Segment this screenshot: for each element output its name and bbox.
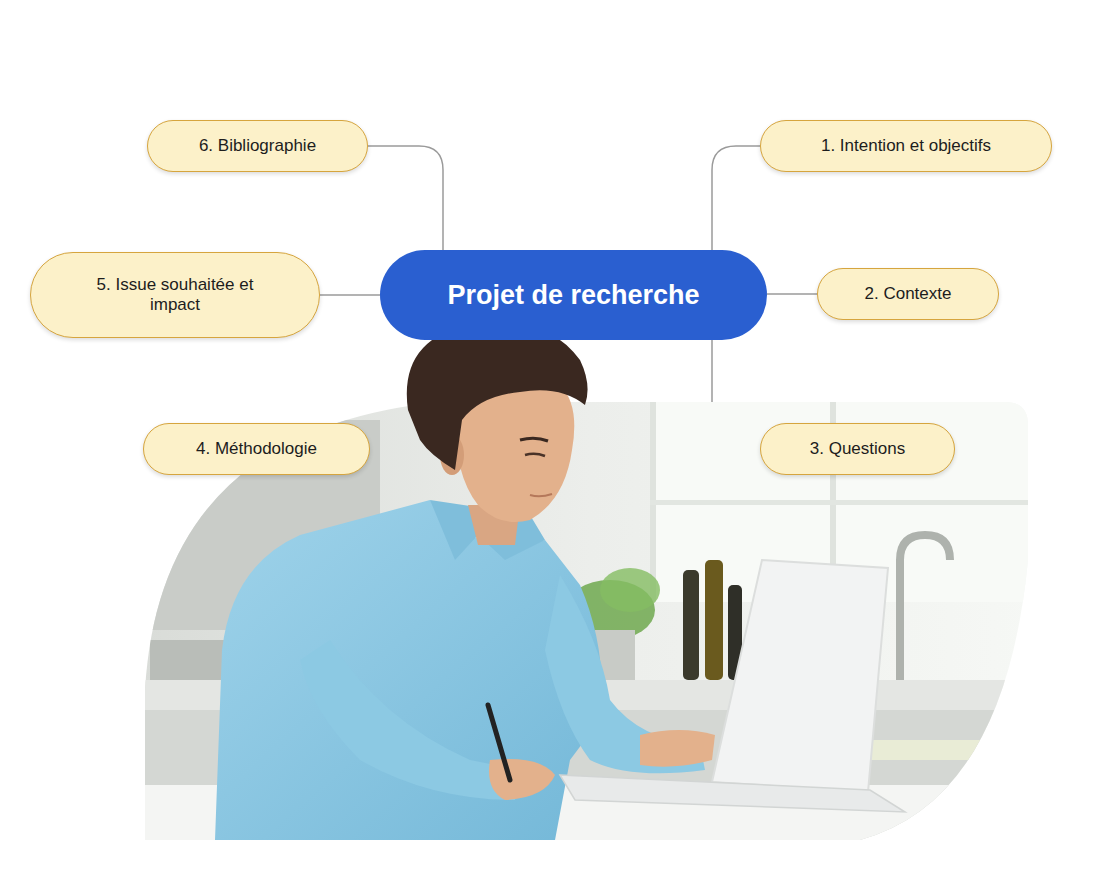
shirt <box>215 500 602 840</box>
topic-pill: 5. Issue souhaitée et impact <box>30 252 320 338</box>
laptop-lid <box>712 560 888 792</box>
window-frame <box>650 500 1030 505</box>
topic-pill: 3. Questions <box>760 423 955 475</box>
hair <box>407 322 588 470</box>
node-label: Projet de recherche <box>426 250 721 340</box>
eye <box>525 454 545 456</box>
sleeve-arm <box>300 640 520 800</box>
faucet <box>900 535 950 680</box>
node-label: 4. Méthodologie <box>178 439 335 459</box>
mouth <box>530 494 552 496</box>
connector-line <box>767 293 817 295</box>
connector-line <box>320 294 380 296</box>
topic-pill: 1. Intention et objectifs <box>760 120 1052 172</box>
topic-pill: 4. Méthodologie <box>143 423 370 475</box>
pen <box>488 705 510 780</box>
hand <box>489 759 555 800</box>
laptop-base <box>560 775 905 812</box>
plant <box>600 568 660 612</box>
node-label: 3. Questions <box>795 439 920 459</box>
bottle <box>683 570 699 680</box>
node-label: 1. Intention et objectifs <box>795 136 1017 156</box>
node-label: 6. Bibliographie <box>182 136 333 156</box>
connector-line <box>712 146 760 250</box>
topic-pill: 6. Bibliographie <box>147 120 368 172</box>
connector-line <box>368 146 443 250</box>
node-label: 2. Contexte <box>852 284 964 304</box>
central-topic: Projet de recherche <box>380 250 767 340</box>
student <box>215 322 905 840</box>
kitchen-background <box>140 395 1040 850</box>
bottle <box>705 560 723 680</box>
node-label: 5. Issue souhaitée et impact <box>85 275 265 315</box>
topic-pill: 2. Contexte <box>817 268 999 320</box>
hand <box>640 730 715 767</box>
eyebrow <box>520 438 548 441</box>
